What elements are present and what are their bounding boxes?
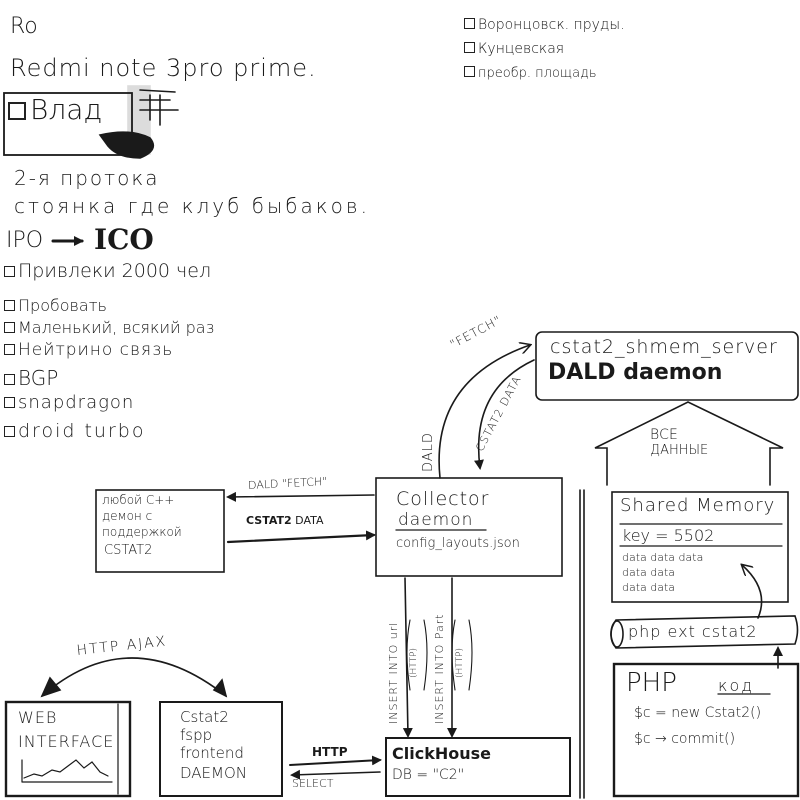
select-label: SELECT (292, 777, 334, 790)
note-ro: Ro (10, 14, 38, 39)
clickhouse-title: ClickHouse (392, 744, 491, 763)
note-ico: ICO (94, 223, 154, 256)
todo-item: Пробовать (4, 298, 107, 314)
note-ipo: IPO (6, 228, 44, 253)
dald-daemon-label: DALD daemon (548, 360, 723, 385)
note-stoyanka: стоянка где клуб быбаков. (14, 194, 370, 218)
todo-item: droid turbo (4, 422, 145, 441)
vlad-scribble (3, 85, 179, 159)
checkbox-icon (4, 300, 15, 311)
cpp-daemon-box (95, 489, 225, 573)
cstat2-bold-label: CSTAT2 (246, 514, 292, 527)
cpp-daemon-line: любой C++ (102, 493, 175, 507)
php-code-box (612, 662, 800, 798)
cpp-daemon-line: демон с (102, 509, 153, 523)
shmem-server-title: cstat2_shmem_server (550, 336, 778, 358)
frontend-line: frontend (180, 744, 244, 762)
place-item: Кунцевская (464, 42, 564, 56)
cstat2-data-label: CSTAT2 DATA (246, 515, 324, 526)
php-ext-label: php ext cstat2 (628, 622, 758, 641)
place-item: Воронцовск. пруды. (464, 18, 625, 32)
web-interface-box (4, 700, 132, 798)
data-label: DATA (295, 514, 324, 527)
shared-memory-box (611, 491, 789, 603)
todo-item: snapdragon (4, 394, 134, 412)
clickhouse-box (385, 737, 571, 797)
http-label-2: (HTTP) (455, 647, 465, 678)
todo-item: Нейтрино связь (4, 342, 173, 359)
note-vlad: Влад (8, 96, 102, 124)
checkbox-icon (4, 266, 15, 277)
checkbox-icon (4, 426, 15, 437)
clickhouse-db: DB = "C2" (392, 767, 465, 783)
shmem-server-box (535, 331, 799, 401)
vlad-label: Влад (30, 93, 103, 126)
todo-item: BGP (4, 368, 58, 388)
checkbox-icon (4, 322, 15, 333)
http-label-1: (HTTP) (409, 647, 419, 678)
place-item: преобр. площадь (464, 66, 597, 80)
checkbox-icon (464, 42, 475, 53)
cpp-daemon-line: поддержкой (102, 525, 182, 539)
web-interface-title-2: INTERFACE (18, 732, 115, 751)
dald-vertical-label: DALD (421, 432, 436, 472)
todo-item: Привлеки 2000 чел (4, 262, 211, 281)
php-code-title: PHP (626, 668, 677, 698)
shared-memory-title: Shared Memory (620, 495, 776, 516)
frontend-line: DAEMON (180, 764, 247, 782)
checkbox-icon (4, 397, 15, 408)
checkbox-icon (464, 18, 475, 29)
frontend-box (159, 701, 283, 797)
note-redmi: Redmi note 3pro prime. (10, 54, 317, 82)
php-code-line: $c → commit() (634, 731, 736, 747)
checkbox-icon (8, 102, 26, 120)
checkbox-icon (4, 374, 15, 385)
frontend-line: fspp (180, 726, 213, 744)
php-code-line: $c = new Cstat2() (634, 705, 762, 721)
note-protoka: 2-я протока (14, 166, 160, 190)
http-label: HTTP (312, 745, 348, 759)
all-data-label-2: ДАННЫЕ (650, 443, 709, 458)
insert-part-label: INSERT INTO Part (433, 613, 446, 724)
insert-url-label: INSERT INTO url (387, 621, 400, 724)
frontend-line: Cstat2 (180, 708, 229, 726)
shared-memory-row: data data (622, 581, 676, 594)
shmem-server-subtitle: DALD daemon (548, 362, 722, 384)
collector-config: config_layouts.json (396, 536, 520, 551)
checkbox-icon (4, 344, 15, 355)
all-data-arrow (594, 401, 784, 486)
web-interface-title: WEB (18, 708, 58, 727)
all-data-label-1: ВСЕ (650, 427, 678, 443)
collector-subtitle: daemon (398, 510, 474, 530)
collector-box (375, 477, 563, 577)
php-code-subtitle: код (718, 676, 755, 695)
shared-memory-key: key = 5502 (622, 526, 715, 545)
todo-item: Маленький, всякий раз (4, 320, 214, 336)
collector-title: Collector (396, 488, 490, 510)
cpp-daemon-line: CSTAT2 (104, 543, 153, 558)
shared-memory-row: data data (622, 566, 676, 579)
checkbox-icon (464, 66, 475, 77)
shared-memory-row: data data data (622, 551, 704, 564)
